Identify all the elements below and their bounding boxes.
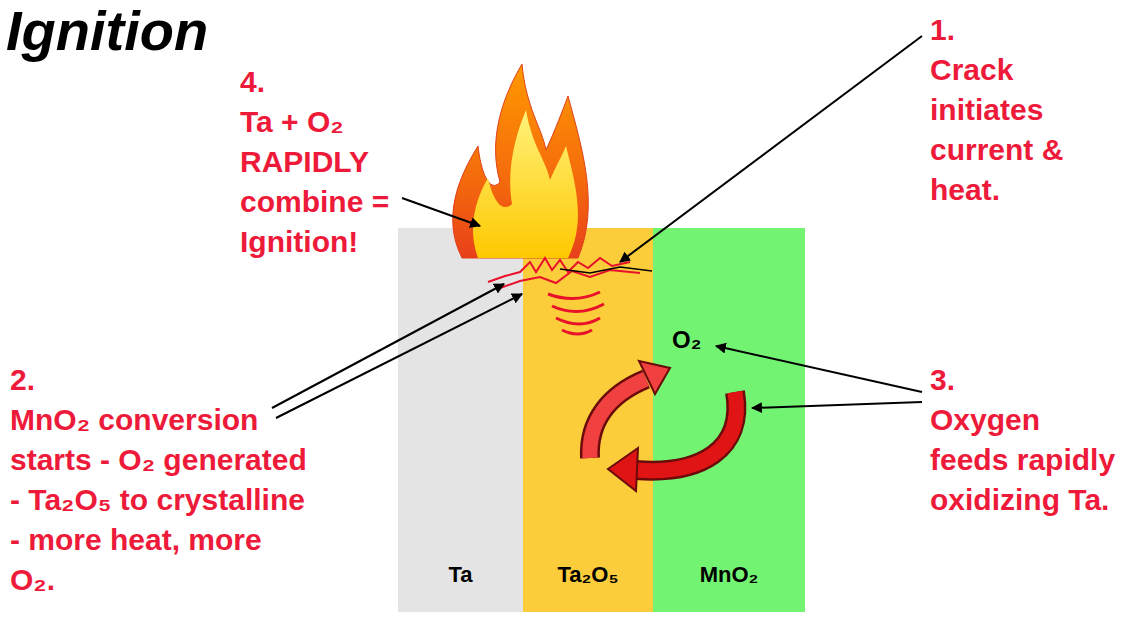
cycle-arrow <box>636 392 736 471</box>
heat-wave <box>552 304 604 312</box>
oxide-layer: Ta₂O₅ <box>523 228 653 612</box>
flame <box>453 64 589 258</box>
crack-line <box>500 270 640 288</box>
leader-line <box>402 198 480 226</box>
callout-text: Crack initiates current & heat. <box>930 50 1120 210</box>
crack-line <box>560 267 652 273</box>
callout-text: Ta + O₂ RAPIDLY combine = Ignition! <box>240 102 400 262</box>
layer-name: MnO₂ <box>700 562 759 588</box>
leader-line <box>272 284 504 408</box>
callout-text: MnO₂ conversion starts - O₂ generated - … <box>10 400 310 600</box>
cycle-arrow <box>590 379 646 458</box>
chemical-label: O₂ <box>672 326 732 355</box>
layer-name: Ta₂O₅ <box>557 562 618 588</box>
cathode-layer: MnO₂ <box>653 228 805 612</box>
cycle-arrow-head <box>639 361 670 394</box>
diagram-title: Ignition <box>6 0 208 62</box>
callout-number: 3. <box>930 360 990 400</box>
oxide-layer-fill <box>523 228 653 612</box>
layer-name: Ta <box>448 562 472 588</box>
cycle-arrow-outline <box>636 392 736 471</box>
callout-text: Oxygen feeds rapidly oxidizing Ta. <box>930 400 1120 520</box>
heat-wave <box>562 330 592 334</box>
cycle-arrow-outline <box>590 379 646 458</box>
leader-line <box>752 402 922 408</box>
callout-number: 2. <box>10 360 70 400</box>
leader-line <box>620 36 922 262</box>
callout-number: 4. <box>240 62 300 102</box>
leader-line <box>276 294 522 418</box>
heat-wave <box>548 292 600 299</box>
callout-number: 1. <box>930 10 990 50</box>
flame-core <box>473 110 578 258</box>
metal-layer: Ta <box>398 228 523 612</box>
heat-wave <box>556 318 600 324</box>
cycle-arrow-head <box>608 448 638 491</box>
leader-line <box>716 346 922 392</box>
